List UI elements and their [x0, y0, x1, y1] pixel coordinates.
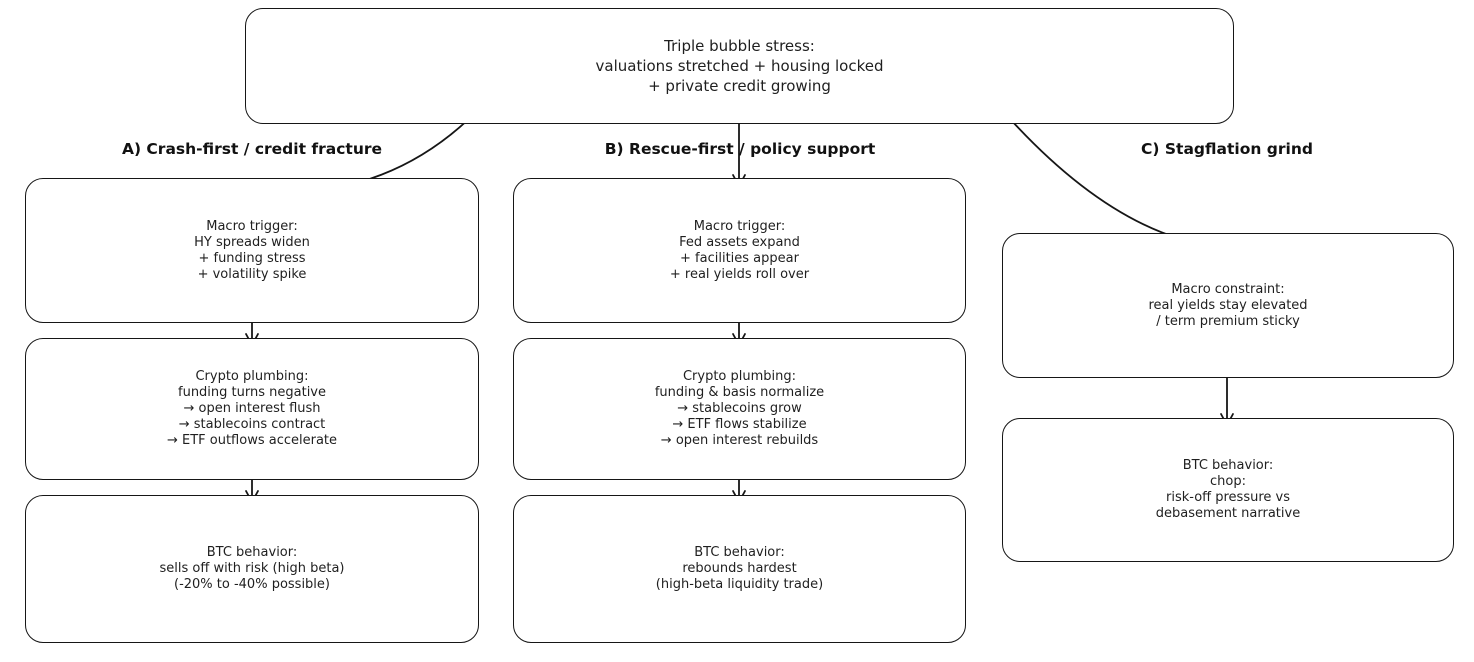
text-line: rebounds hardest: [682, 561, 797, 576]
text-line: BTC behavior:: [694, 545, 785, 560]
text-line: debasement narrative: [1155, 506, 1301, 521]
text-line: Macro trigger:: [693, 218, 786, 234]
text-line: Macro constraint:: [1171, 281, 1285, 297]
node-triple-bubble-stress: Triple bubble stress: valuations stretche…: [245, 8, 1234, 124]
text-line: → ETF flows stabilize: [672, 417, 807, 432]
text-line: chop:: [1210, 474, 1246, 489]
node-a-crypto-plumbing: Crypto plumbing:funding turns negative→ …: [25, 338, 479, 480]
text-line: → stablecoins contract: [178, 417, 326, 432]
text-line: sells off with risk (high beta): [159, 561, 345, 576]
node-b-crypto-plumbing: Crypto plumbing:funding & basis normaliz…: [513, 338, 966, 480]
text-line: real yields stay elevated: [1148, 297, 1308, 313]
column-header-b: B) Rescue-first / policy support: [604, 140, 876, 158]
text-line: risk-off pressure vs: [1166, 490, 1290, 505]
text-line: + volatility spike: [197, 266, 307, 282]
text-line: + facilities appear: [680, 250, 799, 266]
column-header-c: C) Stagflation grind: [1141, 140, 1313, 158]
node-c-macro-constraint: Macro constraint:real yields stay elevat…: [1002, 233, 1454, 378]
node-a-btc-behavior: BTC behavior:sells off with risk (high b…: [25, 495, 479, 643]
node-a-macro-trigger: Macro trigger:HY spreads widen+ funding …: [25, 178, 479, 323]
text-line: → stablecoins grow: [677, 401, 802, 416]
text-line: → ETF outflows accelerate: [166, 433, 338, 448]
text-line: funding & basis normalize: [654, 385, 825, 400]
text-line: + private credit growing: [648, 77, 831, 95]
node-b-btc-behavior: BTC behavior:rebounds hardest(high-beta …: [513, 495, 966, 643]
text-line: + real yields roll over: [669, 266, 810, 282]
text-line: funding turns negative: [178, 385, 326, 400]
text-line: BTC behavior:: [1182, 458, 1274, 473]
text-line: Crypto plumbing:: [195, 369, 309, 384]
node-b-macro-trigger: Macro trigger:Fed assets expand+ facilit…: [513, 178, 966, 323]
arrow-root-to-c: [1001, 109, 1220, 253]
text-line: BTC behavior:: [206, 545, 298, 560]
text-line: (high-beta liquidity trade): [655, 577, 824, 592]
text-line: Triple bubble stress:: [664, 37, 815, 55]
text-line: → open interest flush: [183, 401, 321, 416]
text-line: → open interest rebuilds: [660, 433, 819, 448]
text-line: valuations stretched + housing locked: [595, 57, 884, 75]
text-line: + funding stress: [198, 250, 306, 266]
text-line: Macro trigger:: [206, 218, 298, 234]
text-line: HY spreads widen: [194, 234, 310, 250]
text-line: / term premium sticky: [1156, 313, 1300, 329]
text-line: Fed assets expand: [679, 234, 800, 250]
text-line: (-20% to -40% possible): [174, 577, 330, 592]
text-line: Crypto plumbing:: [682, 369, 797, 384]
column-header-a: A) Crash-first / credit fracture: [121, 140, 383, 158]
